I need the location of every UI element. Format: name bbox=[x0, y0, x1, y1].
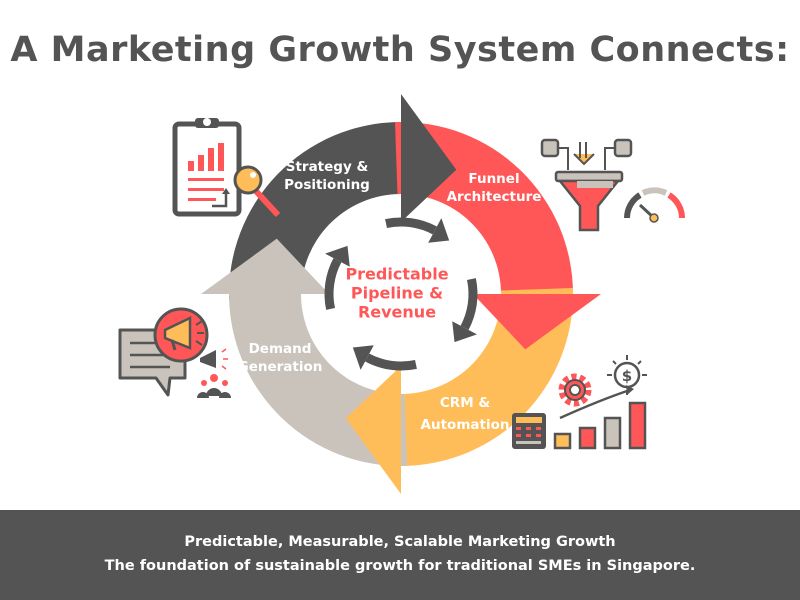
label-line: CRM & bbox=[439, 395, 491, 411]
label-line: Generation bbox=[237, 359, 323, 375]
funnel-icon bbox=[540, 138, 633, 232]
segment-label-funnel: Funnel Architecture bbox=[447, 170, 542, 206]
magnifier-icon bbox=[233, 165, 281, 218]
center-line: Pipeline & bbox=[350, 283, 444, 303]
page-title: A Marketing Growth System Connects: bbox=[10, 30, 790, 70]
inner-arrow-head bbox=[428, 218, 450, 243]
calculator-icon bbox=[512, 413, 546, 449]
footer-subtitle: The foundation of sustainable growth for… bbox=[104, 558, 696, 574]
inner-arrow-shaft bbox=[365, 353, 417, 371]
center-line: Predictable bbox=[345, 264, 449, 284]
cycle-arrowhead-strategy bbox=[401, 94, 457, 222]
segment-label-crm: CRM & Automation bbox=[421, 392, 510, 436]
segment-label-demand: Demand Generation bbox=[238, 340, 323, 376]
inner-arrow-shaft bbox=[385, 217, 437, 235]
label-line: Positioning bbox=[284, 177, 370, 193]
clipboard-chart-icon bbox=[172, 118, 242, 217]
megaphone-icon bbox=[153, 307, 209, 363]
segment-label-strategy: Strategy & Positioning bbox=[284, 158, 370, 194]
center-label: Predictable Pipeline & Revenue bbox=[345, 265, 448, 322]
inner-arrow-shaft bbox=[460, 278, 478, 330]
inner-arrow-head bbox=[325, 245, 350, 267]
label-line: Architecture bbox=[446, 189, 542, 205]
label-line: Strategy & bbox=[285, 159, 369, 175]
cycle-arrowhead-funnel bbox=[473, 294, 601, 350]
cycle-arrowheads bbox=[201, 94, 601, 494]
svg-text:$: $ bbox=[622, 367, 632, 385]
gear-icon bbox=[558, 373, 592, 407]
dollar-icon: $ bbox=[607, 355, 647, 395]
label-line: Funnel bbox=[468, 171, 520, 187]
cycle-arrowhead-demand bbox=[201, 238, 329, 294]
footer-banner: Predictable, Measurable, Scalable Market… bbox=[0, 510, 800, 600]
gauge-icon bbox=[624, 187, 685, 223]
cycle-arrowhead-crm bbox=[345, 366, 401, 494]
label-line: Automation bbox=[420, 417, 510, 433]
inner-arrow-head bbox=[352, 345, 374, 370]
inner-arrow-shaft bbox=[324, 258, 342, 310]
growth-bars-icon bbox=[553, 385, 647, 450]
label-line: Demand bbox=[248, 341, 312, 357]
audience-icon bbox=[197, 348, 231, 398]
inner-cycle-arrows bbox=[324, 217, 478, 371]
center-line: Revenue bbox=[357, 302, 437, 322]
inner-arrow-head bbox=[452, 321, 477, 343]
footer-tagline: Predictable, Measurable, Scalable Market… bbox=[184, 534, 616, 550]
